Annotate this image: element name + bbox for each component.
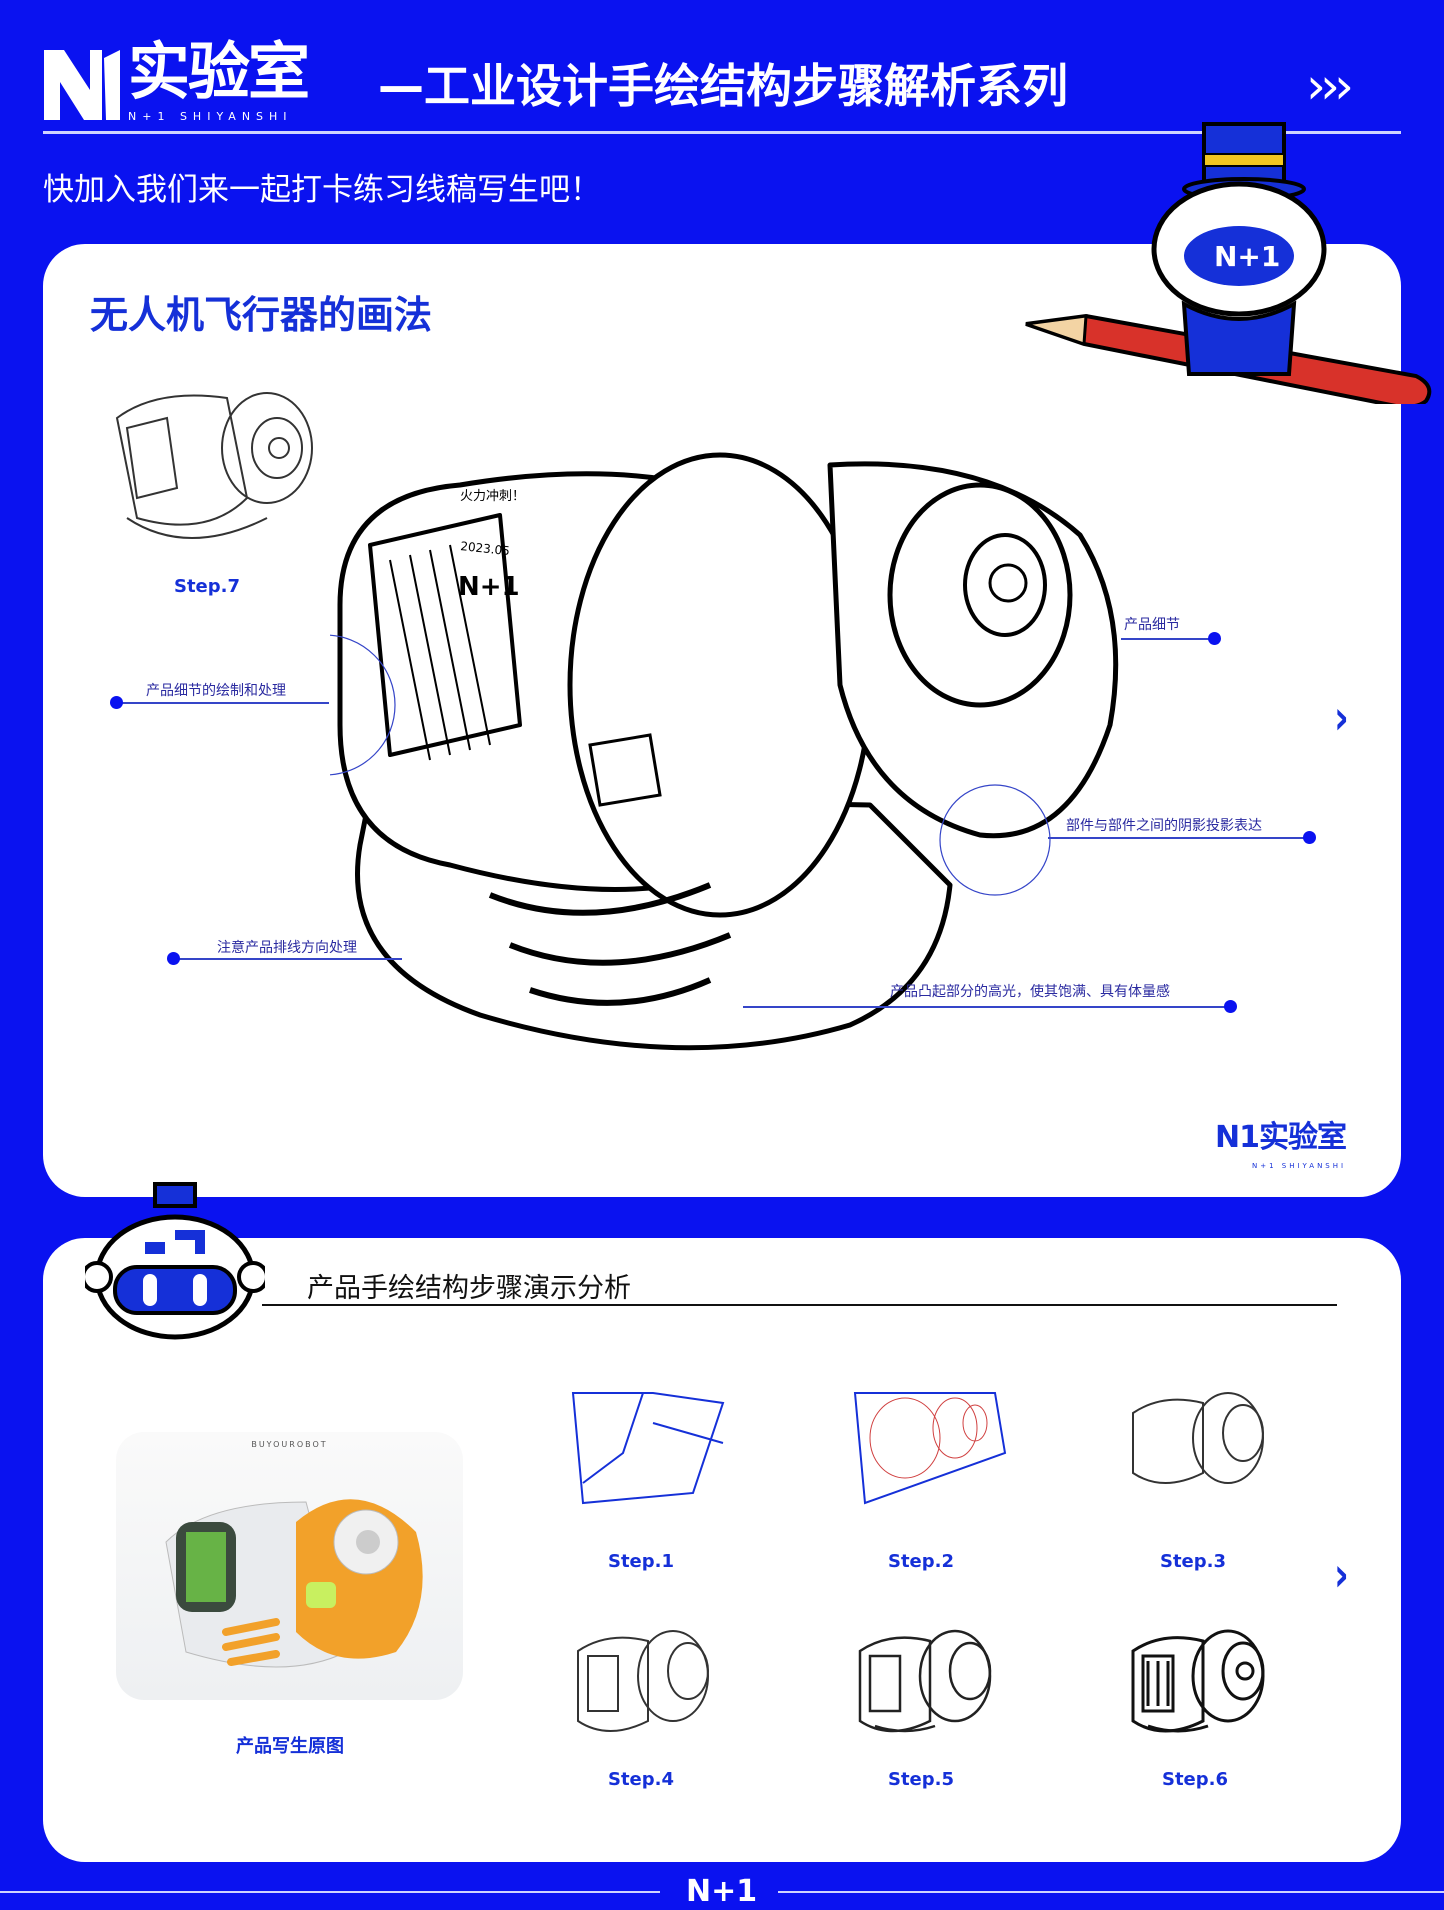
- logo-text: 实验室: [128, 35, 310, 108]
- card-logo-n: N1: [1215, 1120, 1260, 1155]
- step-label: Step.2: [887, 1551, 955, 1572]
- section-divider: [262, 1304, 1337, 1306]
- callout-dot: [1303, 831, 1316, 844]
- step7-label: Step.7: [173, 576, 241, 597]
- sketch-mark: N+1: [458, 572, 520, 602]
- chevrons-icon: ›››: [1306, 57, 1354, 115]
- next-arrow-button[interactable]: ›: [1334, 1548, 1349, 1603]
- header-divider: [43, 131, 1401, 134]
- logo-subtext: N+1 SHIYANSHI: [128, 110, 293, 123]
- callout-line: [743, 1006, 1231, 1008]
- card-logo: N1实验室: [1215, 1120, 1347, 1155]
- page-title: —工业设计手绘结构步骤解析系列: [378, 59, 1068, 113]
- callout-line: [173, 958, 402, 960]
- callout-label: 注意产品排线方向处理: [217, 940, 357, 956]
- step-label: Step.3: [1159, 1551, 1227, 1572]
- photo-brand: BUYOUROBOT: [251, 1440, 328, 1449]
- page-subtitle: 快加入我们来一起打卡练习线稿写生吧！: [43, 172, 601, 208]
- step-label: Step.5: [887, 1769, 955, 1790]
- callout-dot: [110, 696, 123, 709]
- card-logo-text: 实验室: [1258, 1120, 1347, 1155]
- callout-dot: [1224, 1000, 1237, 1013]
- callout-dot: [167, 952, 180, 965]
- callout-line: [116, 702, 329, 704]
- sketch-date: 2023.05: [460, 539, 511, 558]
- callout-dot: [1208, 632, 1221, 645]
- sketch-note: 火力冲刺！: [460, 489, 525, 504]
- card-heading: 无人机飞行器的画法: [90, 293, 433, 337]
- step-label: Step.1: [607, 1551, 675, 1572]
- section-heading: 产品手绘结构步骤演示分析: [307, 1273, 631, 1304]
- product-photo: BUYOUROBOT: [116, 1432, 463, 1700]
- step2-thumbnail: [853, 1392, 1007, 1505]
- step3-thumbnail: [1132, 1392, 1264, 1484]
- step-label: Step.6: [1161, 1769, 1229, 1790]
- mascot-pencil-illustration: N+1: [1025, 122, 1432, 404]
- footer-line-left: [0, 1891, 660, 1893]
- next-arrow-button[interactable]: ›: [1334, 691, 1349, 746]
- product-render: [165, 1499, 423, 1668]
- callout-label: 产品细节的绘制和处理: [146, 683, 286, 699]
- card-logo-subtext: N+1 SHIYANSHI: [1252, 1162, 1347, 1170]
- step5-thumbnail: [858, 1629, 992, 1733]
- callout-label: 部件与部件之间的阴影投影表达: [1066, 818, 1262, 834]
- logo-n-icon: [44, 50, 120, 120]
- callout-label: 产品凸起部分的高光，使其饱满、具有体量感: [890, 984, 1170, 1000]
- mascot-head-icon: [85, 1182, 265, 1340]
- step-label: Step.4: [607, 1769, 675, 1790]
- callout-label: 产品细节: [1124, 617, 1180, 633]
- photo-label: 产品写生原图: [236, 1736, 344, 1757]
- callout-line: [1121, 638, 1215, 640]
- step1-thumbnail: [571, 1392, 725, 1505]
- mascot-badge: N+1: [1214, 240, 1280, 273]
- step7-thumbnail: [115, 392, 313, 539]
- step4-thumbnail: [577, 1630, 709, 1732]
- drone-sketch: 火力冲刺！ 2023.05 N+1: [330, 452, 1119, 1051]
- footer-mark: N+1: [686, 1874, 758, 1909]
- step6-thumbnail: [1131, 1629, 1265, 1733]
- callout-line: [1048, 837, 1310, 839]
- footer-line-right: [778, 1891, 1444, 1893]
